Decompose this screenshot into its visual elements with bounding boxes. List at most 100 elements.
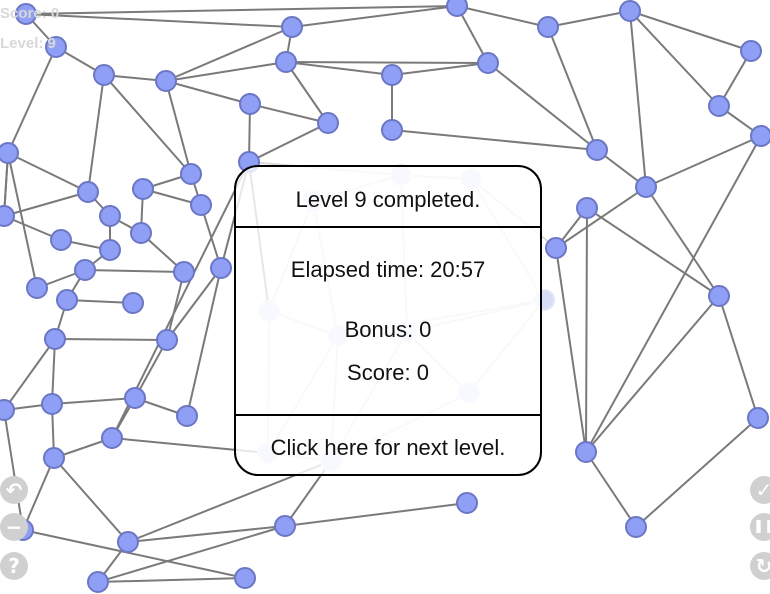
edge <box>629 10 647 188</box>
help-button[interactable]: ? <box>0 552 28 580</box>
graph-node[interactable] <box>77 181 99 203</box>
graph-node[interactable] <box>625 516 647 538</box>
graph-node[interactable] <box>117 531 139 553</box>
edge <box>391 62 489 76</box>
graph-node[interactable] <box>210 257 232 279</box>
edge <box>248 122 329 163</box>
edge <box>555 186 647 249</box>
edge <box>3 191 89 217</box>
edge <box>391 129 598 151</box>
graph-node[interactable] <box>101 427 123 449</box>
graph-node[interactable] <box>575 441 597 463</box>
graph-node[interactable] <box>317 112 339 134</box>
edge <box>3 338 56 411</box>
graph-node[interactable] <box>0 399 15 421</box>
graph-node[interactable] <box>576 197 598 219</box>
graph-node[interactable] <box>740 40 762 62</box>
pause-icon: ❚❚ <box>753 519 770 534</box>
graph-node[interactable] <box>124 387 146 409</box>
graph-node[interactable] <box>155 70 177 92</box>
graph-node[interactable] <box>708 285 730 307</box>
edge <box>285 61 489 64</box>
edge <box>97 577 246 583</box>
graph-node[interactable] <box>381 64 403 86</box>
edge <box>25 5 458 15</box>
graph-node[interactable] <box>708 95 730 117</box>
graph-node[interactable] <box>750 125 770 147</box>
graph-node[interactable] <box>274 515 296 537</box>
elapsed-time: Elapsed time: 20:57 <box>290 257 486 282</box>
graph-node[interactable] <box>93 64 115 86</box>
edge <box>629 10 752 52</box>
graph-node[interactable] <box>446 0 468 17</box>
edge <box>635 417 759 528</box>
graph-node[interactable] <box>747 407 769 429</box>
undo-button[interactable]: ↶ <box>0 476 28 504</box>
edge <box>97 525 286 583</box>
edge <box>586 207 720 297</box>
dialog-divider <box>236 414 540 416</box>
graph-node[interactable] <box>176 405 198 427</box>
graph-node[interactable] <box>619 0 641 22</box>
graph-node[interactable] <box>44 328 66 350</box>
dialog-title: Level 9 completed. <box>295 187 481 212</box>
graph-node[interactable] <box>99 205 121 227</box>
edge <box>7 152 89 193</box>
graph-node[interactable] <box>50 229 72 251</box>
edge <box>585 451 637 528</box>
edge <box>585 295 720 453</box>
edge <box>284 502 468 527</box>
edge <box>585 207 588 453</box>
graph-node[interactable] <box>87 571 109 593</box>
next-level-link[interactable]: Click here for next level. <box>270 435 506 460</box>
graph-node[interactable] <box>0 142 19 164</box>
restart-button[interactable]: ↻ <box>750 552 770 580</box>
pause-button[interactable]: ❚❚ <box>750 513 770 541</box>
graph-node[interactable] <box>15 3 37 25</box>
graph-node[interactable] <box>43 447 65 469</box>
graph-node[interactable] <box>99 239 121 261</box>
graph-node[interactable] <box>537 16 559 38</box>
edge <box>127 525 286 543</box>
graph-node[interactable] <box>130 222 152 244</box>
edge <box>186 267 222 417</box>
graph-node[interactable] <box>586 139 608 161</box>
check-button[interactable]: ✓ <box>750 476 770 504</box>
graph-node[interactable] <box>0 205 15 227</box>
edge <box>645 186 720 297</box>
bonus-value: Bonus: 0 <box>344 317 432 342</box>
edge <box>25 13 293 28</box>
graph-node[interactable] <box>122 292 144 314</box>
graph-node[interactable] <box>26 277 48 299</box>
graph-node[interactable] <box>41 393 63 415</box>
graph-node[interactable] <box>381 119 403 141</box>
edge <box>166 271 185 341</box>
graph-node[interactable] <box>74 259 96 281</box>
graph-node[interactable] <box>45 36 67 58</box>
graph-node[interactable] <box>180 163 202 185</box>
edge <box>53 457 129 543</box>
edge <box>7 152 38 289</box>
edge <box>629 10 720 107</box>
edge <box>285 61 393 76</box>
graph-node[interactable] <box>173 261 195 283</box>
graph-node[interactable] <box>239 93 261 115</box>
graph-node[interactable] <box>477 52 499 74</box>
graph-node[interactable] <box>275 51 297 73</box>
graph-node[interactable] <box>281 16 303 38</box>
edge <box>3 409 24 531</box>
edge <box>585 135 762 453</box>
graph-node[interactable] <box>234 567 256 589</box>
graph-node[interactable] <box>156 329 178 351</box>
graph-node[interactable] <box>545 237 567 259</box>
graph-node[interactable] <box>190 194 212 216</box>
graph-node[interactable] <box>56 289 78 311</box>
edge <box>54 338 168 341</box>
minus-button[interactable]: − <box>0 513 28 541</box>
graph-node[interactable] <box>635 176 657 198</box>
edge <box>547 10 631 28</box>
graph-node[interactable] <box>132 178 154 200</box>
score-value: Score: 0 <box>347 360 429 385</box>
graph-node[interactable] <box>456 492 478 514</box>
